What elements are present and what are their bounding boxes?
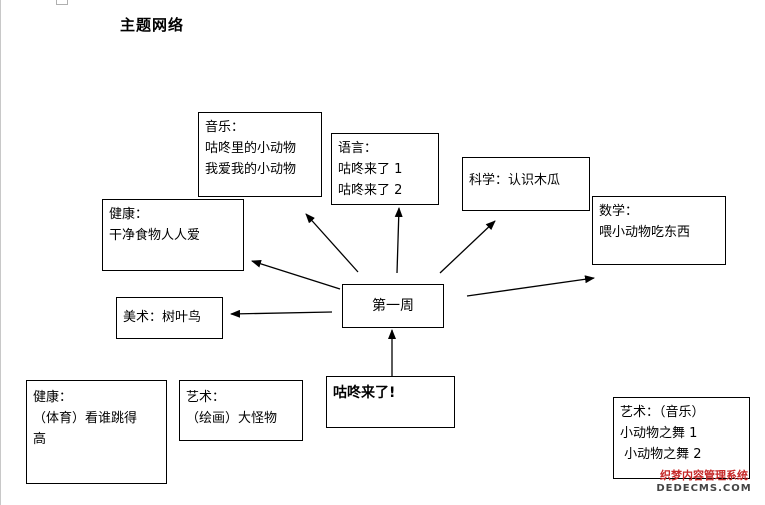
arrow-to-math	[466, 275, 595, 297]
node-art-music-line: 小动物之舞 2	[620, 447, 702, 462]
node-math-line: 数学：	[599, 204, 639, 219]
watermark-cn: 织梦内容管理系统	[660, 469, 748, 482]
node-language: 语言： 咕咚来了 1 咕咚来了 2	[331, 133, 439, 205]
node-language-line: 咕咚来了 1	[338, 162, 403, 177]
diagram-title: 主题网络	[120, 16, 185, 34]
node-music: 音乐： 咕咚里的小动物 我爱我的小动物	[198, 112, 322, 197]
page-edge	[0, 0, 1, 505]
node-health-pe-line: 健康：	[33, 390, 73, 405]
node-art-painting-line: （绘画）大怪物	[186, 411, 278, 426]
node-language-line: 语言：	[338, 141, 378, 156]
theme-node: 咕咚来了!	[326, 376, 455, 428]
node-art-music: 艺术：（音乐） 小动物之舞 1 小动物之舞 2	[613, 397, 750, 479]
node-language-line: 咕咚来了 2	[338, 183, 403, 198]
arrow-to-science	[439, 220, 496, 274]
node-science-line: 科学：认识木瓜	[469, 173, 561, 188]
arrow-to-art-bird	[230, 309, 333, 318]
watermark-en: DEDECMS.COM	[656, 483, 752, 494]
center-node: 第一周	[342, 284, 444, 328]
node-health-pe-line: 高	[33, 432, 47, 447]
node-math-line: 喂小动物吃东西	[599, 225, 691, 240]
node-music-line: 咕咚里的小动物	[205, 141, 297, 156]
watermark: 织梦内容管理系统 DEDECMS.COM	[648, 469, 760, 495]
node-health-top-line: 干净食物人人爱	[109, 228, 201, 243]
node-health-pe-line: （体育）看谁跳得	[33, 411, 138, 426]
arrow-to-language	[394, 207, 403, 274]
node-art-painting: 艺术： （绘画）大怪物	[179, 380, 303, 441]
center-node-label: 第一周	[372, 297, 414, 314]
node-art-music-line: 小动物之舞 1	[620, 426, 698, 441]
arrow-to-music	[305, 213, 359, 273]
node-art-painting-line: 艺术：	[186, 390, 226, 405]
corner-mark	[56, 0, 68, 5]
arrow-to-health-top	[251, 259, 341, 290]
node-music-line: 音乐：	[205, 120, 245, 135]
node-health-top-line: 健康：	[109, 207, 149, 222]
theme-node-label: 咕咚来了!	[333, 385, 396, 401]
node-math: 数学： 喂小动物吃东西	[592, 196, 726, 265]
node-science: 科学：认识木瓜	[462, 157, 590, 211]
node-art-bird-line: 美术：树叶鸟	[123, 310, 202, 325]
node-art-bird: 美术：树叶鸟	[116, 297, 223, 339]
node-music-line: 我爱我的小动物	[205, 162, 297, 177]
node-health-pe: 健康： （体育）看谁跳得 高	[26, 380, 167, 484]
node-art-music-line: 艺术：（音乐）	[620, 405, 705, 420]
node-health-top: 健康： 干净食物人人爱	[102, 199, 244, 271]
